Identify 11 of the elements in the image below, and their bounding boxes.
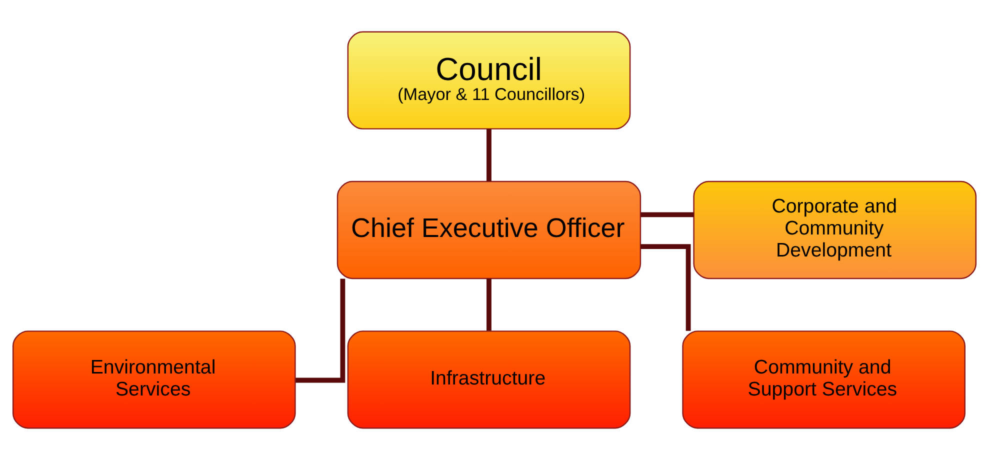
node-box: Community and Support Services bbox=[682, 330, 966, 429]
connector bbox=[640, 244, 691, 331]
node-box: Council (Mayor & 11 Councillors) bbox=[347, 31, 631, 130]
connector bbox=[486, 278, 492, 331]
node-box: Corporate and Community Development bbox=[693, 180, 977, 280]
connector bbox=[296, 278, 346, 383]
connector bbox=[640, 212, 694, 218]
node-box: Chief Executive Officer bbox=[336, 180, 642, 280]
node-box: Infrastructure bbox=[347, 330, 631, 429]
node-box: Environmental Services bbox=[12, 330, 296, 429]
connector bbox=[486, 128, 492, 182]
